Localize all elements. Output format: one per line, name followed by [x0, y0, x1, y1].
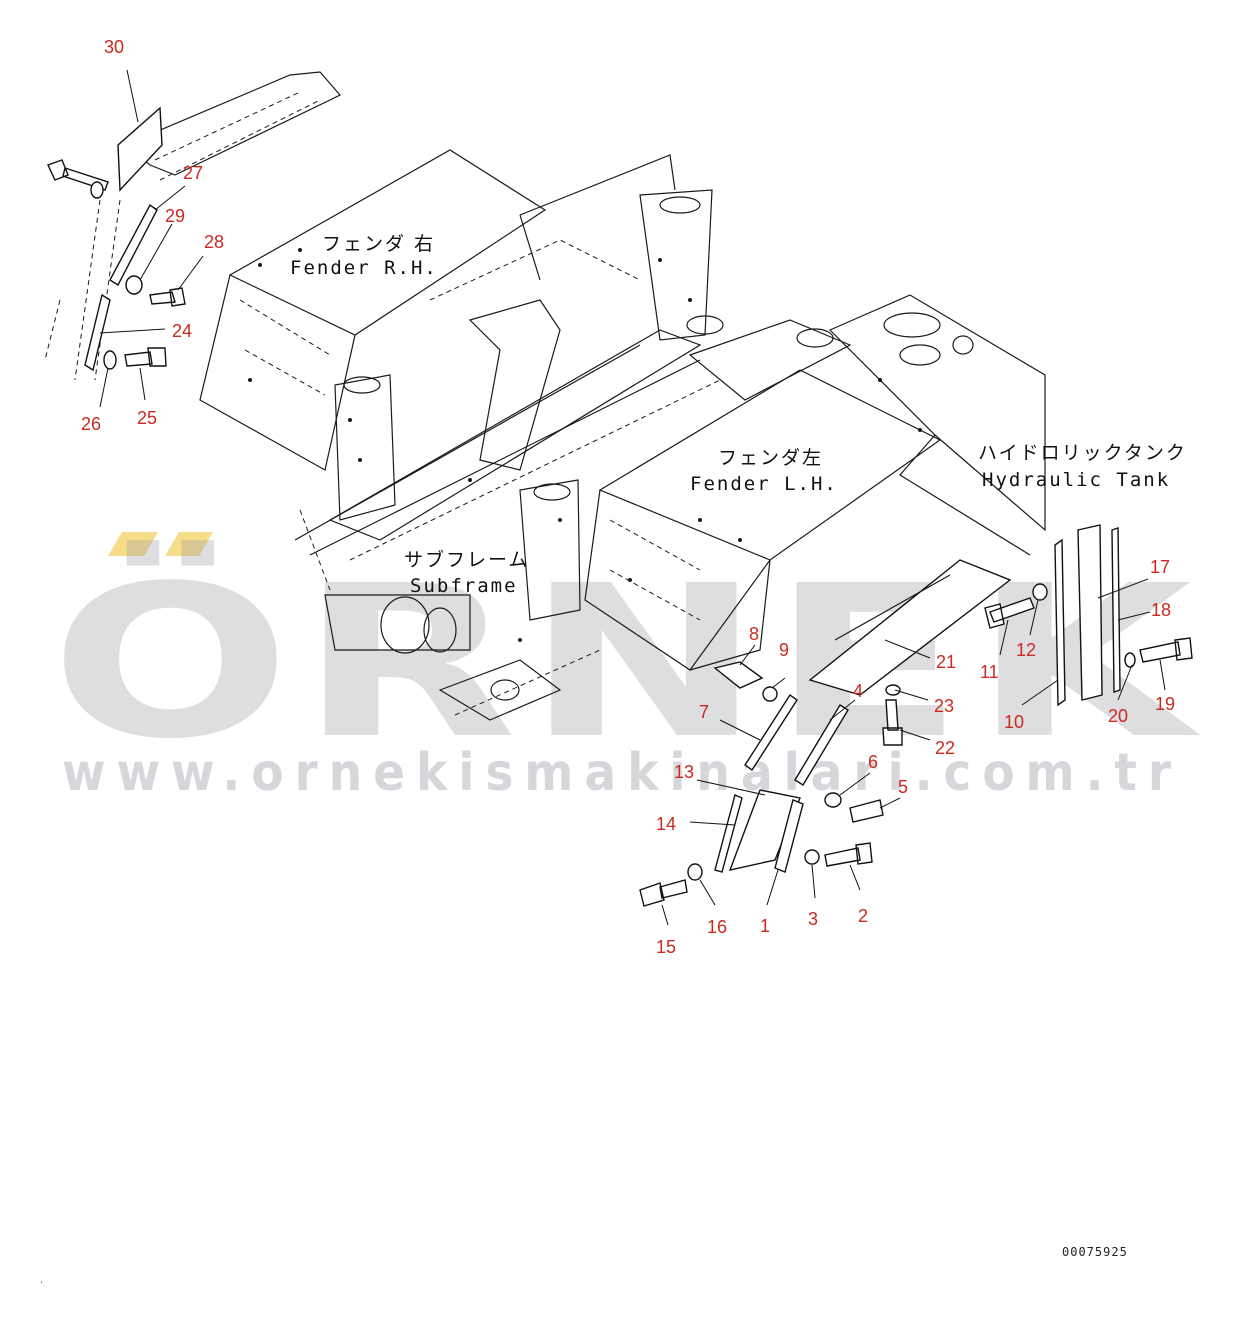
drawing-code: 00075925 — [1062, 1245, 1128, 1259]
part-27-strip — [109, 203, 158, 286]
machine-frame — [44, 71, 1046, 721]
callout-10: 10 — [1004, 712, 1024, 732]
callout-13: 13 — [674, 762, 694, 782]
hydraulic-tank-label-jp: ハイドロリックタンク — [978, 442, 1187, 464]
part-14-strip — [714, 794, 743, 873]
callout-25: 25 — [137, 408, 157, 428]
subframe-label-en: Subframe — [410, 575, 518, 597]
callout-16: 16 — [707, 917, 727, 937]
fender-rh-label-jp: フェンダ 右 — [322, 233, 435, 255]
callout-19: 19 — [1155, 694, 1175, 714]
callout-7: 7 — [699, 702, 709, 722]
callout-9: 9 — [779, 640, 789, 660]
loose-parts — [47, 106, 1193, 907]
callout-22: 22 — [935, 738, 955, 758]
part-25-bolt — [124, 347, 167, 367]
fender-lh-label-jp: フェンダ左 — [718, 447, 823, 469]
part-20-washer — [1124, 652, 1136, 668]
callout-29: 29 — [165, 206, 185, 226]
callout-17: 17 — [1150, 557, 1170, 577]
callout-27: 27 — [183, 163, 203, 183]
subframe-label-jp: サブフレーム — [404, 548, 529, 571]
callout-20: 20 — [1108, 706, 1128, 726]
part-7-strip — [744, 694, 798, 771]
fender-lh-label-en: Fender L.H. — [690, 473, 838, 495]
part-19-bolt — [1139, 637, 1193, 663]
callout-11: 11 — [980, 662, 999, 682]
callout-18: 18 — [1151, 600, 1171, 620]
leader-lines — [99, 69, 1166, 926]
part-2-bolt — [824, 842, 873, 867]
callout-30: 30 — [104, 37, 124, 57]
part-1-strip — [774, 799, 804, 873]
part-16-washer — [687, 863, 703, 881]
callout-23: 23 — [934, 696, 954, 716]
hydraulic-tank-label-en: Hydraulic Tank — [982, 469, 1170, 491]
callout-12: 12 — [1016, 640, 1036, 660]
part-23-nut — [885, 684, 901, 696]
callout-8: 8 — [749, 624, 759, 644]
bolt-icon — [47, 159, 109, 191]
watermark-accent-left — [108, 532, 158, 556]
callout-15: 15 — [656, 937, 676, 957]
callout-6: 6 — [868, 752, 878, 772]
part-bracket — [728, 789, 801, 871]
part-24-strip — [84, 293, 111, 372]
callout-5: 5 — [898, 777, 908, 797]
watermark-accent-right — [165, 532, 213, 556]
callout-2: 2 — [858, 906, 868, 926]
callout-numbers: 1 2 3 4 5 6 7 8 9 10 11 12 13 14 15 16 1… — [81, 37, 1175, 957]
callout-26: 26 — [81, 414, 101, 434]
corner-mark-left: . — [40, 1275, 43, 1286]
callout-24: 24 — [172, 321, 192, 341]
washer-icon — [90, 181, 104, 199]
part-8-bolt — [713, 661, 764, 689]
part-10-strip — [1054, 538, 1066, 707]
part-4-strip — [794, 704, 849, 786]
part-6-washer — [824, 792, 842, 808]
part-30-plate — [117, 106, 163, 192]
part-17-strip — [1077, 524, 1103, 701]
part-12-washer — [1032, 583, 1048, 601]
part-3-washer — [804, 849, 820, 865]
watermark: ÖRNEK www.ornekismakinalari.com.tr — [50, 532, 1196, 803]
callout-1: 1 — [760, 916, 770, 936]
callout-28: 28 — [204, 232, 224, 252]
watermark-url: www.ornekismakinalari.com.tr — [62, 743, 1182, 803]
part-11-bolt — [984, 597, 1035, 629]
part-9-washer — [762, 686, 778, 702]
callout-4: 4 — [853, 681, 863, 701]
part-29-washer — [125, 275, 143, 295]
part-28-bolt — [149, 287, 186, 307]
part-15-bolt — [639, 879, 688, 907]
part-21-cover — [808, 559, 1012, 696]
callout-14: 14 — [656, 814, 676, 834]
part-18-strip — [1111, 527, 1121, 693]
section-labels: フェンダ 右 Fender R.H. フェンダ左 Fender L.H. ハイド… — [290, 233, 1187, 597]
callout-3: 3 — [808, 909, 818, 929]
part-5-bolt — [849, 799, 884, 823]
callout-21: 21 — [936, 652, 956, 672]
part-22-bolt — [882, 699, 903, 746]
fender-rh-label-en: Fender R.H. — [290, 257, 438, 279]
part-26-washer — [103, 350, 117, 370]
